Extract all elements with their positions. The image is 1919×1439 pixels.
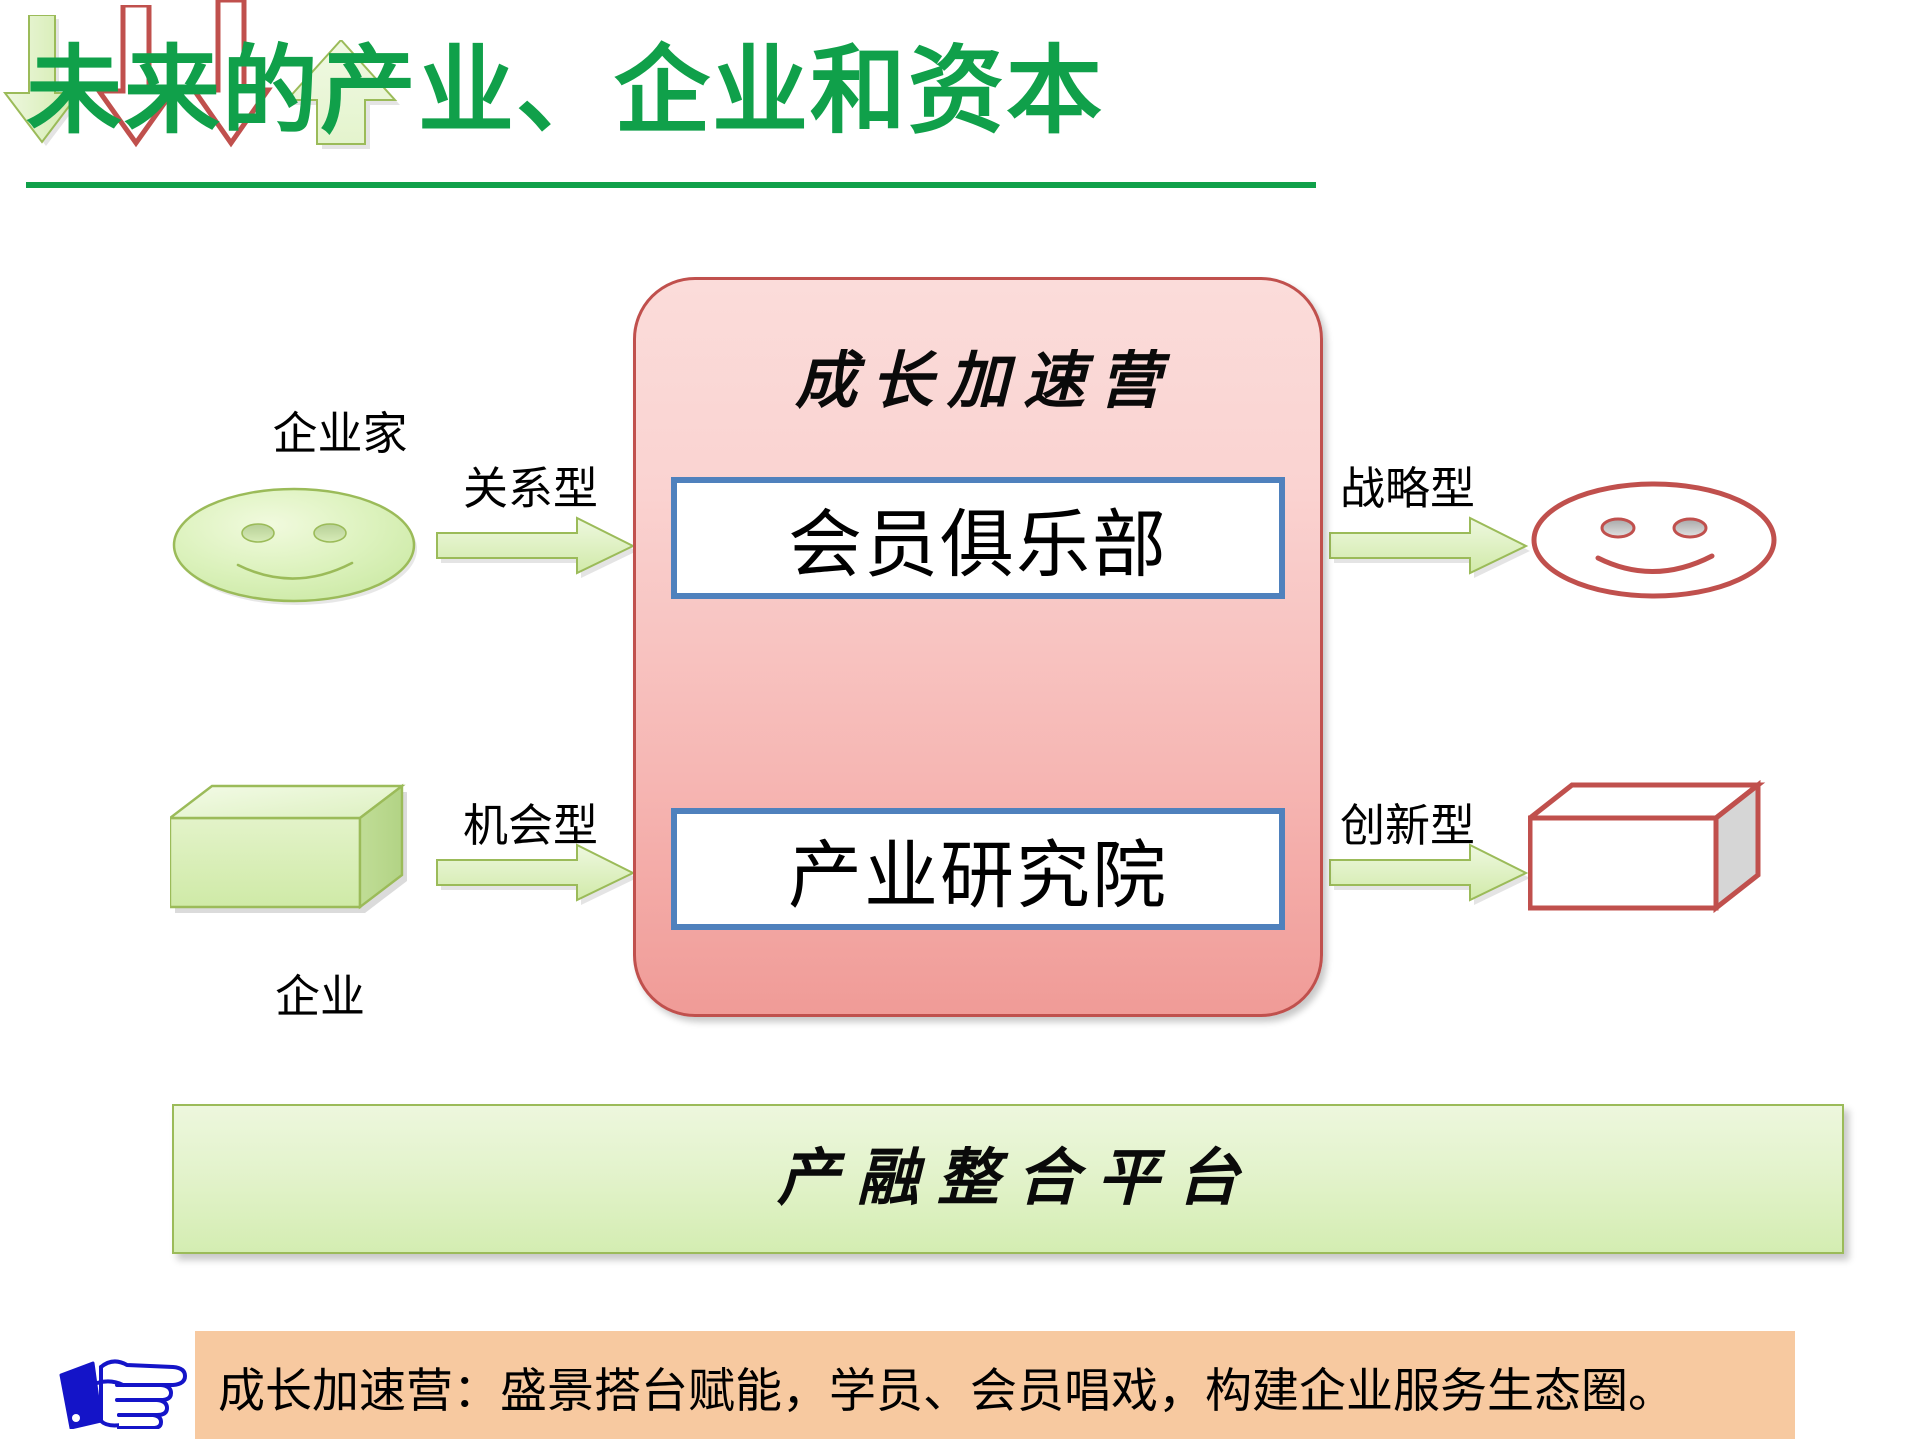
arrow-innovative (1329, 843, 1530, 905)
growth-accelerator-title: 成长加速营 (794, 348, 1175, 416)
footnote-text: 成长加速营：盛景搭台赋能，学员、会员唱戏，构建企业服务生态圈。 (218, 1364, 1675, 1417)
card-member-club-label: 会员俱乐部 (788, 502, 1168, 586)
arrow-strategic (1329, 516, 1530, 578)
arrow-label-strategic: 战略型 (1340, 463, 1476, 514)
arrow-relational (436, 516, 637, 578)
title-underline (26, 182, 1316, 188)
innovative-cube-icon (1528, 780, 1766, 914)
arrow-label-relational: 关系型 (463, 463, 599, 514)
entrepreneur-label: 企业家 (272, 408, 408, 459)
card-research-institute[interactable]: 产业研究院 (671, 808, 1285, 930)
card-member-club[interactable]: 会员俱乐部 (671, 477, 1285, 599)
page-title: 未来的产业、企业和资本 (26, 38, 1104, 145)
pointing-hand-icon (59, 1359, 187, 1429)
entrepreneur-smiley-icon (172, 487, 417, 605)
strategic-smiley-icon (1531, 481, 1777, 599)
arrow-opportunity (436, 843, 637, 905)
arrow-label-opportunity: 机会型 (463, 800, 599, 851)
enterprise-cube-icon (170, 783, 407, 913)
arrow-innovative-down (189, 0, 273, 148)
arrow-entrepreneur-to-enterprise (2, 14, 83, 146)
platform-bar (172, 1104, 1844, 1254)
footnote-band (195, 1331, 1795, 1439)
arrow-strategic-down (94, 2, 179, 148)
card-research-institute-label: 产业研究院 (788, 833, 1168, 917)
arrow-label-innovative: 创新型 (1340, 800, 1476, 851)
enterprise-label: 企业 (274, 971, 365, 1022)
platform-title: 产融整合平台 (776, 1145, 1257, 1213)
arrow-platform-up (285, 38, 401, 149)
